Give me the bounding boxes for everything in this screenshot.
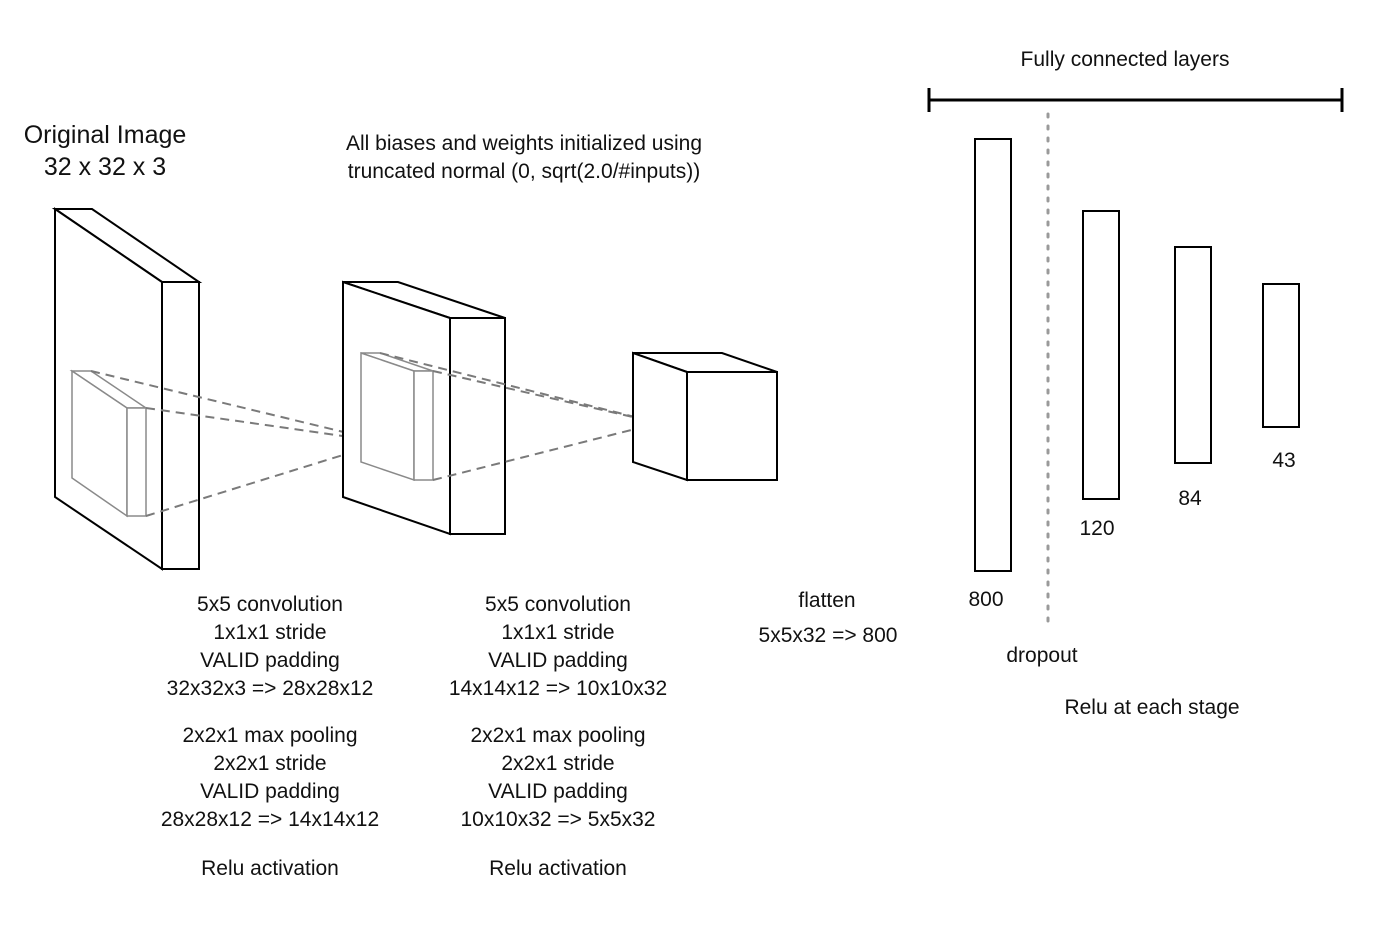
dropout-label: dropout: [1006, 644, 1078, 667]
stage-2-pool: 2x2x1 max pooling: [470, 724, 646, 747]
stage-1-conv-shape: 32x32x3 => 28x28x12: [166, 677, 374, 700]
stage-2-activation: Relu activation: [489, 857, 627, 880]
input-kernel-side-face: [126, 407, 147, 517]
stage-1-activation: Relu activation: [201, 857, 339, 880]
fc-layer-120-label: 120: [1079, 517, 1115, 540]
fc-activation-note: Relu at each stage: [1064, 696, 1240, 719]
projection-line: [432, 370, 660, 424]
fc-layer-84-label: 84: [1178, 487, 1202, 510]
projection-line: [90, 370, 386, 443]
conv-volume-2-front-face: [632, 351, 688, 482]
conv-volume-1: [342, 280, 506, 536]
stage-2-conv-padding: VALID padding: [488, 649, 628, 672]
fc-layer-43-label: 43: [1272, 449, 1296, 472]
stage-2-pool-padding: VALID padding: [488, 780, 628, 803]
conv-kernel-1-side-face: [413, 370, 434, 481]
init-note-line-2: truncated normal (0, sqrt(2.0/#inputs)): [347, 160, 701, 183]
fc-layer-84-bar: [1174, 246, 1212, 464]
stage-1-conv-stride: 1x1x1 stride: [213, 621, 327, 644]
flatten-shape: 5x5x32 => 800: [758, 624, 898, 647]
input-image-title: Original Image: [23, 121, 187, 149]
stage-1-pool: 2x2x1 max pooling: [182, 724, 358, 747]
stage-2-conv-shape: 14x14x12 => 10x10x32: [448, 677, 668, 700]
fc-layer-800-bar: [974, 138, 1012, 572]
stage-1-conv-padding: VALID padding: [200, 649, 340, 672]
init-note-line-1: All biases and weights initialized using: [345, 132, 703, 155]
fully-connected-title: Fully connected layers: [1020, 48, 1230, 71]
fully-connected-bracket: [927, 88, 1344, 112]
fc-layer-43-bar: [1262, 283, 1300, 428]
projection-lines-2: [379, 352, 660, 481]
stage-1-conv: 5x5 convolution: [197, 593, 343, 616]
stage-1-pool-padding: VALID padding: [200, 780, 340, 803]
fc-layer-120-bar: [1082, 210, 1120, 500]
stage-1-pool-shape: 28x28x12 => 14x14x12: [160, 808, 380, 831]
input-volume-side-face: [161, 281, 200, 570]
stage-2-conv: 5x5 convolution: [485, 593, 631, 616]
stage-2-pool-stride: 2x2x1 stride: [501, 752, 615, 775]
input-image-dims: 32 x 32 x 3: [43, 153, 167, 181]
fc-layer-800-label: 800: [968, 588, 1004, 611]
projection-line: [379, 352, 660, 424]
conv-kernel-1-front-face: [360, 351, 415, 482]
flatten-label: flatten: [798, 589, 856, 612]
conv-volume-1-side-face: [449, 317, 506, 535]
stage-1-pool-stride: 2x2x1 stride: [213, 752, 327, 775]
stage-2-conv-stride: 1x1x1 stride: [501, 621, 615, 644]
conv-volume-2-side-face: [686, 371, 778, 481]
stage-2-pool-shape: 10x10x32 => 5x5x32: [460, 808, 656, 831]
projection-line: [145, 441, 386, 517]
projection-line: [432, 422, 660, 481]
conv-volume-2: [632, 351, 778, 482]
input-volume: [51, 207, 203, 571]
